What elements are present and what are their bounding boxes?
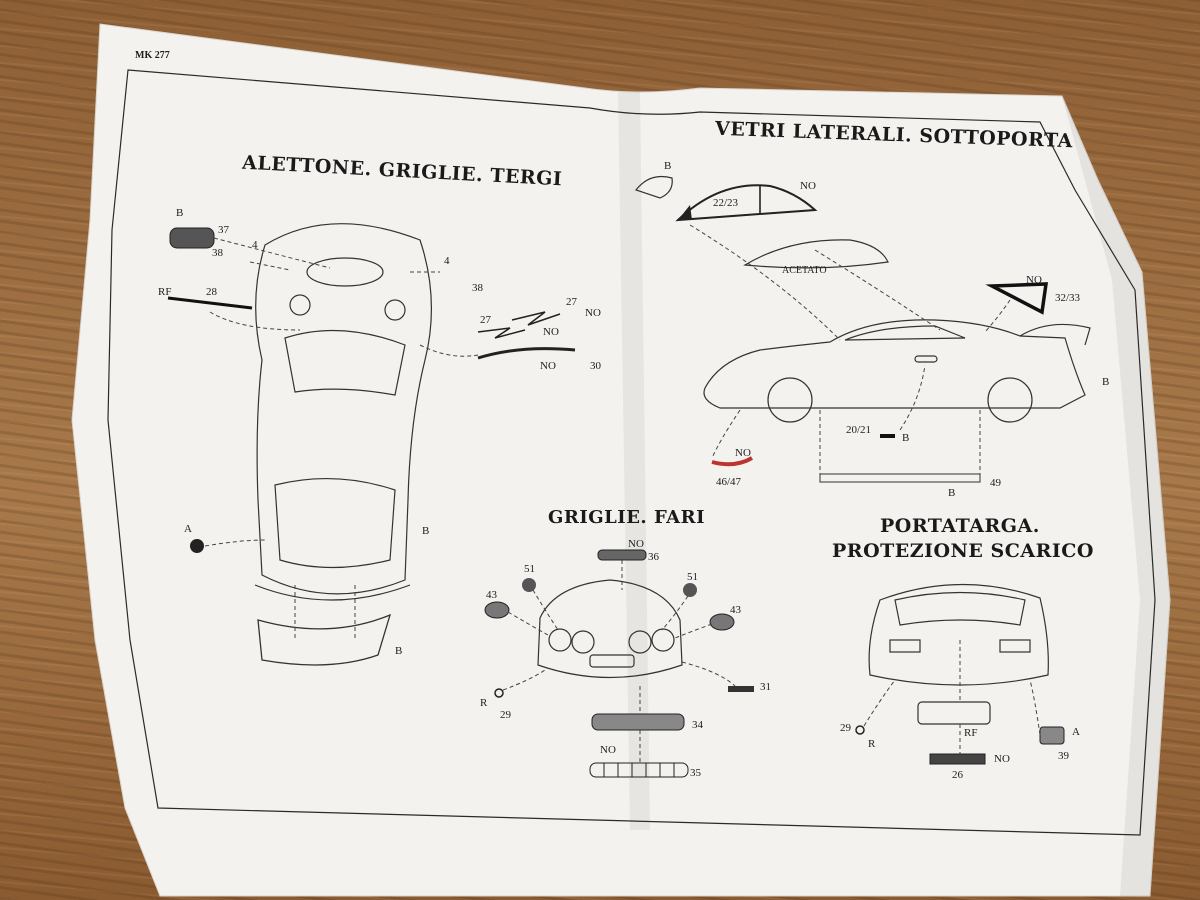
label-49: 49 [990, 477, 1001, 489]
label-27: 27 [566, 296, 577, 308]
label-46-47: 46/47 [716, 476, 742, 488]
exhaust-26 [929, 753, 986, 765]
leader-lines-left [204, 237, 479, 640]
label-NO: NO [994, 753, 1010, 765]
section-title-plate-2: PROTEZIONE SCARICO [832, 540, 1094, 562]
rear-wing [257, 613, 392, 666]
label-NO: NO [628, 538, 644, 550]
leader-lines-side [689, 224, 1011, 474]
label-A: A [184, 523, 192, 535]
label-B: B [902, 432, 910, 444]
hook-29-rear [855, 725, 865, 735]
label-RF: RF [158, 286, 172, 298]
part-A [190, 539, 204, 553]
part-46-47 [711, 456, 754, 467]
light-43-left [484, 601, 510, 619]
label-22-23: 22/23 [713, 197, 739, 209]
label-NO: NO [735, 447, 751, 459]
label-29: 29 [500, 709, 511, 721]
part-37 [169, 227, 215, 249]
sheet-code: MK 277 [135, 50, 170, 61]
label-acetato: ACETATO [782, 265, 827, 276]
hook-29-front [494, 688, 504, 698]
label-B: B [948, 487, 956, 499]
label-32-33: 32/33 [1055, 292, 1081, 304]
label-43: 43 [486, 589, 497, 601]
part-31 [728, 686, 754, 692]
label-A: A [1072, 726, 1080, 738]
label-20-21: 20/21 [846, 424, 872, 436]
label-43: 43 [730, 604, 741, 616]
label-4: 4 [252, 239, 258, 251]
decals-27-30 [477, 311, 576, 360]
label-28: 28 [206, 286, 217, 298]
acetato-glass [743, 239, 889, 269]
paper [71, 23, 1171, 897]
light-43-right [709, 613, 735, 631]
label-30: 30 [590, 360, 601, 372]
label-29: 29 [840, 722, 851, 734]
label-39: 39 [1058, 750, 1069, 762]
label-R: R [868, 738, 876, 750]
label-51: 51 [524, 563, 535, 575]
label-26: 26 [952, 769, 963, 781]
label-NO: NO [1026, 274, 1042, 286]
leader-lines-rear [863, 640, 1041, 754]
label-B: B [422, 525, 430, 537]
fold-shadow-right [1062, 96, 1170, 896]
sill-49 [819, 473, 981, 483]
label-R: R [480, 697, 488, 709]
fold-shadow [618, 92, 650, 830]
leader-lines-front [502, 560, 736, 763]
plate-frame-RF [917, 701, 991, 725]
label-B: B [395, 645, 403, 657]
car-rear-view [868, 583, 1049, 686]
grille-35 [589, 762, 689, 778]
label-B: B [176, 207, 184, 219]
label-34: 34 [692, 719, 703, 731]
label-36: 36 [648, 551, 659, 563]
label-B: B [664, 160, 672, 172]
quarter-window-32-33 [985, 282, 1049, 315]
grille-36 [597, 549, 647, 561]
car-top-view [254, 223, 433, 601]
part-28 [167, 296, 253, 310]
label-B: B [1102, 376, 1110, 388]
label-NO: NO [543, 326, 559, 338]
grille-35-mesh [603, 763, 675, 777]
label-NO: NO [585, 307, 601, 319]
label-31: 31 [760, 681, 771, 693]
light-51-left [522, 578, 536, 592]
label-27: 27 [480, 314, 491, 326]
label-38: 38 [472, 282, 483, 294]
label-RF: RF [964, 727, 978, 739]
label-NO: NO [540, 360, 556, 372]
part-39 [1039, 726, 1065, 745]
section-title-front: GRIGLIE. FARI [548, 507, 706, 528]
grille-34 [591, 713, 685, 731]
label-38: 38 [212, 247, 223, 259]
car-side-view [703, 319, 1091, 423]
label-35: 35 [690, 767, 701, 779]
page-border [107, 69, 1156, 836]
label-51: 51 [687, 571, 698, 583]
window-corner [678, 205, 692, 220]
label-4: 4 [444, 255, 450, 267]
section-title-plate-1: PORTATARGA. [880, 515, 1040, 537]
mirror-B [635, 175, 673, 199]
window-22-23 [675, 184, 818, 222]
label-NO: NO [800, 180, 816, 192]
label-NO: NO [600, 744, 616, 756]
light-51-right [683, 583, 697, 597]
car-front-view [537, 579, 683, 679]
label-37: 37 [218, 224, 229, 236]
